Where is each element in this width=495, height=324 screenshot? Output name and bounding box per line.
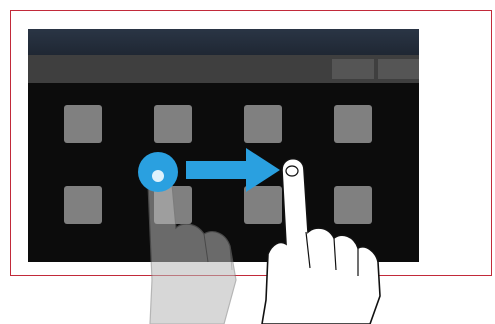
drag-arrow-icon [186, 148, 280, 192]
touch-point-icon [138, 152, 178, 192]
hand-end-icon [262, 159, 380, 324]
hand-start-icon [148, 173, 236, 324]
